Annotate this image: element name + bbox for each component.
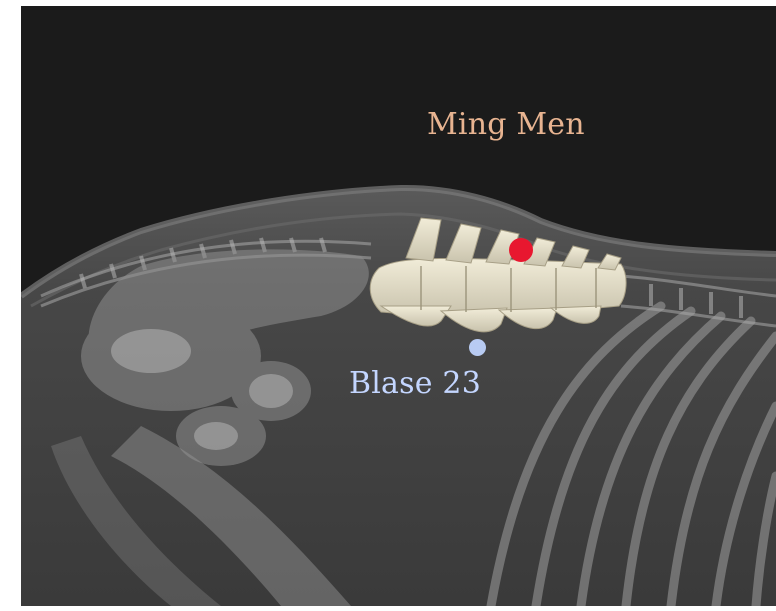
anatomy-viewer: Ming Men Blase 23 bbox=[21, 6, 776, 606]
blase-23-label: Blase 23 bbox=[349, 366, 481, 401]
ming-men-point-marker[interactable] bbox=[509, 238, 533, 262]
xray-illustration bbox=[21, 6, 776, 606]
blase-23-point-marker[interactable] bbox=[469, 339, 486, 356]
ming-men-label: Ming Men bbox=[427, 107, 585, 142]
